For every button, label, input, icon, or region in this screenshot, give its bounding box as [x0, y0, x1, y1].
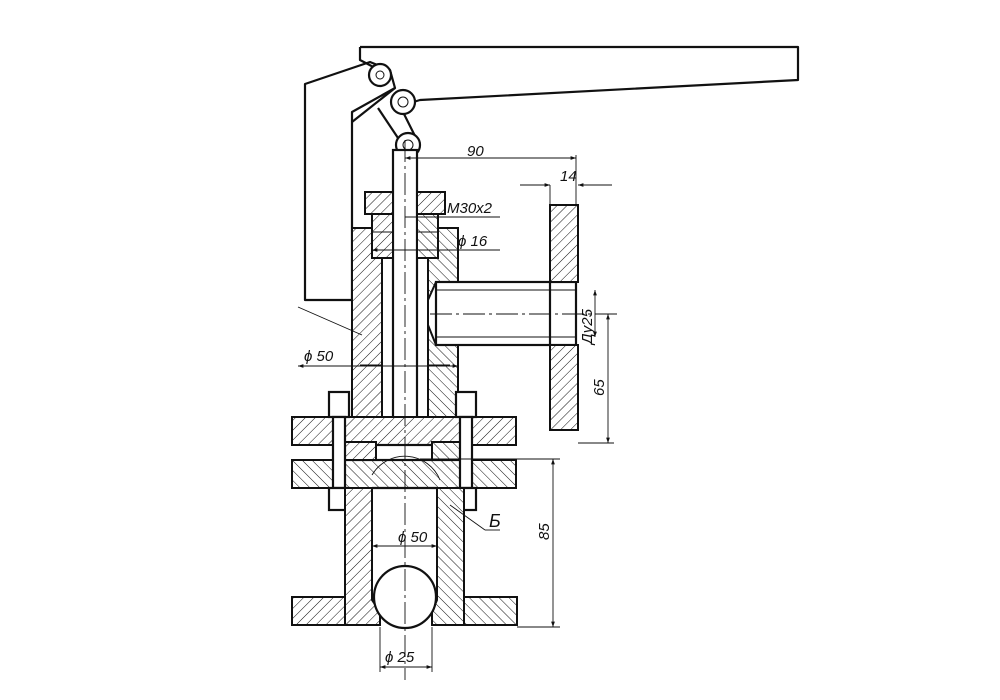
dimension-65-label: 65 — [591, 379, 608, 396]
bolted-flange-joint — [291, 416, 517, 489]
dimension-65: 65 — [578, 314, 614, 444]
section-b-label: Б — [489, 511, 501, 531]
diameter-25-label: ϕ 25 — [385, 649, 415, 666]
pin-top — [367, 62, 393, 88]
dimension-90-label: 90 — [467, 143, 484, 160]
thread-callout: M30x2 — [405, 200, 500, 218]
diameter-16-label: ϕ 16 — [458, 233, 488, 250]
dimension-90: 90 — [405, 143, 577, 205]
diameter-16-callout: ϕ 16 — [372, 233, 500, 252]
center-lines — [404, 140, 620, 680]
leader-left — [297, 306, 363, 336]
nominal-dn-25: Ду25 — [579, 290, 597, 346]
thread-label: M30x2 — [447, 200, 493, 217]
nominal-dn-label: Ду25 — [579, 308, 596, 346]
diameter-50-upper: ϕ 50 — [298, 348, 458, 368]
dimension-85-label: 85 — [536, 523, 553, 540]
outlet-flange — [548, 204, 579, 431]
diameter-50-lower-label: ϕ 50 — [398, 529, 428, 546]
valve-body-lower — [344, 486, 465, 626]
dimension-85: 85 — [420, 458, 560, 628]
diameter-50-lower: ϕ 50 — [372, 529, 437, 548]
inlet-flange — [291, 596, 518, 626]
pin-middle — [389, 88, 417, 116]
outlet-pipe — [434, 280, 578, 347]
diameter-50-upper-label: ϕ 50 — [304, 348, 334, 365]
dimension-14-label: 14 — [560, 168, 577, 185]
section-b-callout: Б — [371, 455, 501, 531]
dimension-14: 14 — [520, 168, 612, 205]
bolt-right — [454, 390, 478, 512]
diameter-25: ϕ 25 — [379, 627, 433, 672]
